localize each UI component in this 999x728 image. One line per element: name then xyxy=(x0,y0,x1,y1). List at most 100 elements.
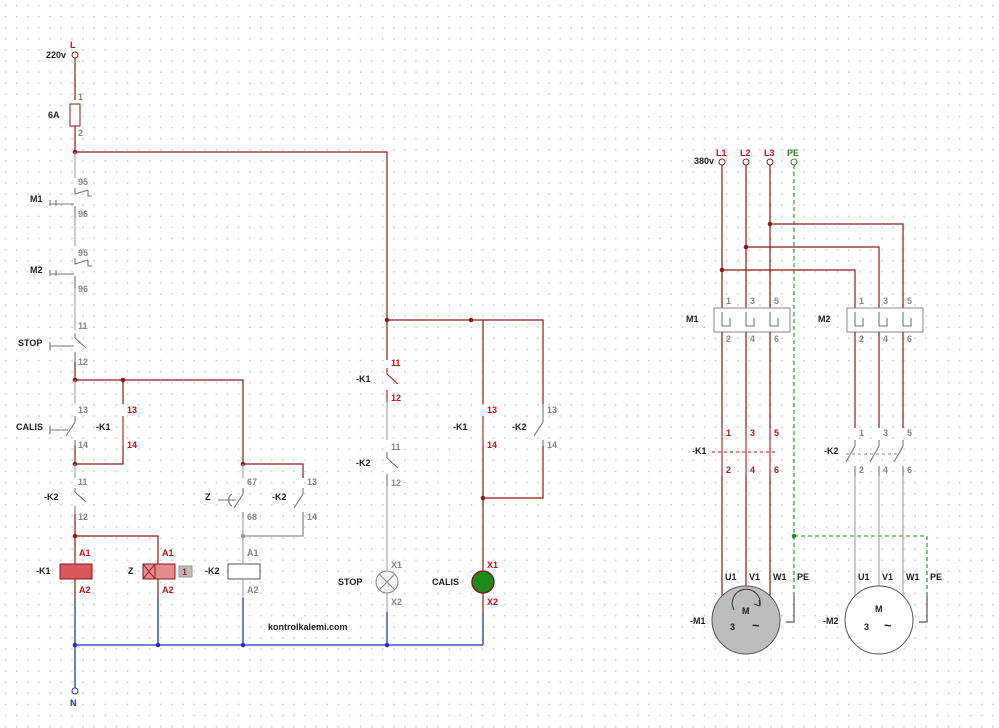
m2-v1: V1 xyxy=(882,572,893,582)
m1-ol-label: M1 xyxy=(30,194,43,204)
m2-m: M xyxy=(875,604,883,614)
timer-coil[interactable]: A1 1 A2 Z xyxy=(128,548,193,595)
z-coil-a1: A1 xyxy=(162,548,174,558)
k2-il-t2: 12 xyxy=(78,512,88,522)
k2c-bot-2: 2 xyxy=(859,465,864,475)
run-lamp-x1: X1 xyxy=(487,560,498,570)
m1r-top-1: 1 xyxy=(726,296,731,306)
run-lamp-x2: X2 xyxy=(487,597,498,607)
k1-coil[interactable]: A1 A2 -K1 xyxy=(36,548,93,595)
k2-coil-a2: A2 xyxy=(247,585,259,595)
sig-k1no-label: -K1 xyxy=(453,422,468,432)
k2c-bot-6: 6 xyxy=(907,465,912,475)
k1-seal-contact[interactable]: 13 14 -K1 xyxy=(96,405,137,450)
z-coil-badge: 1 xyxy=(182,567,187,577)
m2r-label: M2 xyxy=(818,314,831,324)
k1c-bot-6: 6 xyxy=(774,465,779,475)
k2-coil[interactable]: A1 A2 -K2 xyxy=(205,548,261,595)
k1c-label: -K1 xyxy=(692,446,707,456)
motor-2[interactable]: U1 V1 W1 PE M 3 ~ -M2 xyxy=(823,572,942,655)
k2-seal-contact[interactable]: 13 14 -K2 xyxy=(243,477,317,537)
start-button[interactable]: 13 14 CALIS xyxy=(16,405,88,450)
stop-t2: 12 xyxy=(78,357,88,367)
power-circuit: L1 L2 L3 PE 380v 1 3 5 2 4 6 M1 xyxy=(686,148,942,655)
m1-m: M xyxy=(742,606,750,616)
sig-k2no-t2: 14 xyxy=(547,440,557,450)
k2-interlock-contact[interactable]: 11 12 -K2 xyxy=(44,477,88,522)
m1-v1: V1 xyxy=(749,572,760,582)
m1r-bot-6: 6 xyxy=(774,334,779,344)
z-ct-t1: 67 xyxy=(247,477,257,487)
l2-label: L2 xyxy=(740,148,751,158)
m2-overload-contact[interactable]: 95 96 M2 xyxy=(30,248,92,294)
m1-ol-t1: 95 xyxy=(78,177,88,187)
n-terminal[interactable] xyxy=(71,687,79,695)
k2-il-t1: 11 xyxy=(78,477,88,487)
k1-seal-t1: 13 xyxy=(127,405,137,415)
k1-coil-a2: A2 xyxy=(79,585,91,595)
m1-u1: U1 xyxy=(725,572,737,582)
fuse-rating: 6A xyxy=(48,110,60,120)
z-ct-t2: 68 xyxy=(247,512,257,522)
l1-terminal[interactable] xyxy=(718,158,726,166)
fuse-term-2: 2 xyxy=(78,128,83,138)
k1-seal-label: -K1 xyxy=(96,422,111,432)
start-t2: 14 xyxy=(78,440,88,450)
z-ct-label: Z xyxy=(205,492,211,502)
k1-contactor[interactable]: 1 3 5 2 4 6 -K1 xyxy=(692,428,779,476)
start-label: CALIS xyxy=(16,422,43,432)
m1-w1: W1 xyxy=(773,572,787,582)
sig-k1-label: -K1 xyxy=(356,374,371,384)
m2r-bot-6: 6 xyxy=(907,334,912,344)
m1-thermal-relay[interactable]: 1 3 5 2 4 6 M1 xyxy=(686,296,791,344)
m2r-top-3: 3 xyxy=(883,296,888,306)
m2r-top-5: 5 xyxy=(907,296,912,306)
m2r-bot-4: 4 xyxy=(883,334,888,344)
run-lamp-label: CALIS xyxy=(432,577,459,587)
k1c-top-1: 1 xyxy=(726,428,731,438)
stop-button[interactable]: 11 12 STOP xyxy=(18,321,88,367)
k2c-label: -K2 xyxy=(824,446,839,456)
sig-k2no-label: -K2 xyxy=(512,422,527,432)
signal-k2-no-contact[interactable]: 13 14 -K2 xyxy=(512,404,557,450)
z-coil-label: Z xyxy=(128,566,134,576)
m2-ol-t2: 96 xyxy=(78,284,88,294)
fuse[interactable]: 1 2 6A xyxy=(48,92,83,138)
stop-lamp-x2: X2 xyxy=(391,597,402,607)
sig-k1-t2: 12 xyxy=(391,393,401,403)
k2-seal-t1: 13 xyxy=(307,477,317,487)
k2-seal-t2: 14 xyxy=(307,512,317,522)
k2c-top-1: 1 xyxy=(859,428,864,438)
signal-k1-contact[interactable]: 11 12 -K1 xyxy=(356,358,401,403)
z-coil-a2: A2 xyxy=(162,585,174,595)
m2r-top-1: 1 xyxy=(859,296,864,306)
m1r-top-3: 3 xyxy=(750,296,755,306)
neutral-label: N xyxy=(70,698,77,708)
m2-pe: PE xyxy=(930,572,942,582)
pe-terminal[interactable] xyxy=(790,158,798,166)
k1-coil-label: -K1 xyxy=(36,566,51,576)
k2-coil-label: -K2 xyxy=(205,566,220,576)
m1-ol-t2: 96 xyxy=(78,209,88,219)
m2-phases: 3 xyxy=(864,622,869,632)
k1c-top-3: 3 xyxy=(750,428,755,438)
m2-thermal-relay[interactable]: 1 3 5 2 4 6 M2 xyxy=(818,296,924,344)
l2-terminal[interactable] xyxy=(742,158,750,166)
m1r-bot-2: 2 xyxy=(726,334,731,344)
m2r-bot-2: 2 xyxy=(859,334,864,344)
m1-wave: ~ xyxy=(752,618,760,633)
stop-lamp-x1: X1 xyxy=(391,560,402,570)
timer-contact[interactable]: 67 68 Z xyxy=(205,477,257,522)
m1r-bot-4: 4 xyxy=(750,334,755,344)
signal-k1-no-contact[interactable]: 13 14 -K1 xyxy=(453,405,497,450)
k2-contactor[interactable]: 1 3 5 2 4 6 -K2 xyxy=(824,428,912,476)
sig-k1no-t2: 14 xyxy=(487,440,497,450)
l3-terminal[interactable] xyxy=(766,158,774,166)
signal-k2-nc-contact[interactable]: 11 12 -K2 xyxy=(356,442,401,488)
k2c-top-3: 3 xyxy=(883,428,888,438)
k1c-bot-2: 2 xyxy=(726,465,731,475)
motor-1[interactable]: U1 V1 W1 PE M 3 ~ -M1 xyxy=(690,572,809,655)
l-terminal[interactable] xyxy=(71,51,79,59)
m1-overload-contact[interactable]: 95 96 M1 xyxy=(30,177,92,219)
